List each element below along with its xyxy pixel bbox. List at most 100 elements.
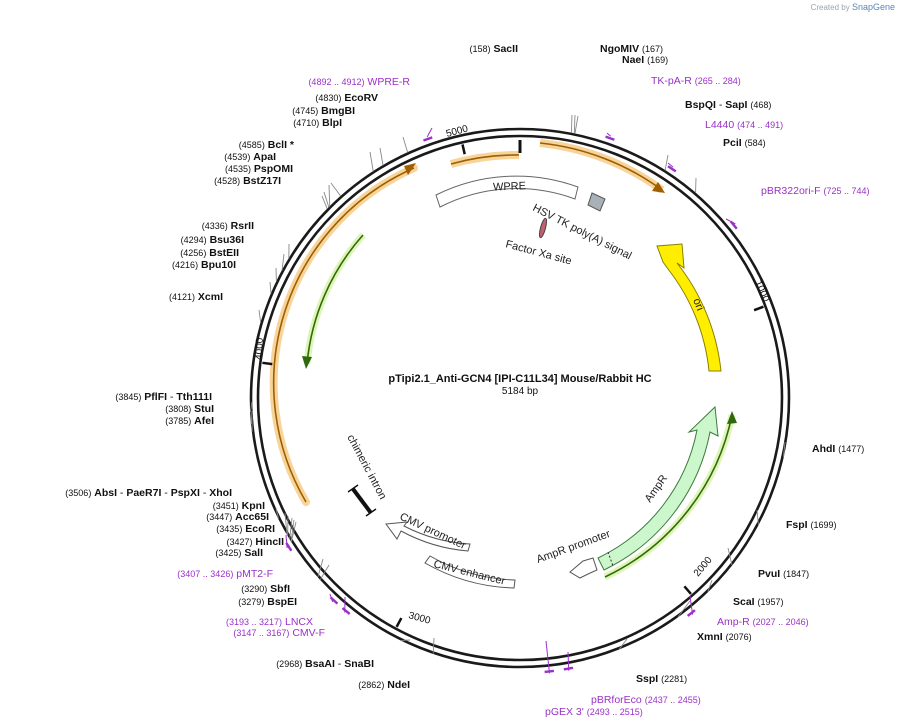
enzyme-leader-line <box>323 191 330 208</box>
enzyme-leader-line <box>756 509 759 525</box>
enzyme-position: (3279) <box>238 597 264 607</box>
plasmid-title: pTipi2.1_Anti-GCN4 [IPI-C11L34] Mouse/Ra… <box>388 373 651 385</box>
tick-mark-4000 <box>262 361 273 366</box>
primer-label: (3147 .. 3167) CMV-F <box>233 627 325 639</box>
enzyme-label: SspI (2281) <box>636 673 687 685</box>
enzyme-name: SacII <box>493 43 518 55</box>
enzyme-leader-line <box>290 521 297 542</box>
enzyme-position: (4585) <box>239 140 265 150</box>
enzyme-name: SbfI <box>270 583 290 595</box>
ori-arrow <box>656 243 722 372</box>
enzyme-leader-line <box>269 281 272 294</box>
enzyme-position: (4216) <box>172 260 198 270</box>
enzyme-label: (3785) AfeI <box>165 415 214 427</box>
enzyme-name: PspOMI <box>254 163 293 175</box>
feature-label-wpre: WPRE <box>493 180 526 193</box>
enzyme-position: (1847) <box>783 569 809 579</box>
enzyme-position: (4294) <box>181 235 207 245</box>
enzyme-position: (167) <box>642 44 663 54</box>
enzyme-leader-line <box>664 154 669 171</box>
tick-label-4000: 4000 <box>254 337 266 360</box>
enzyme-label: (3506) AbsI - PaeR7I - PspXI - XhoI <box>65 487 232 499</box>
enzyme-label: (4256) BstEII <box>180 247 239 259</box>
enzyme-name: NdeI <box>387 679 410 691</box>
primer-name: TK-pA-R <box>651 75 692 87</box>
enzyme-name: StuI <box>194 403 214 415</box>
enzyme-label: PvuI (1847) <box>758 568 809 580</box>
enzyme-label: (3845) PflFI - Tth111I <box>115 391 212 403</box>
enzyme-name: BlpI <box>322 117 342 129</box>
enzyme-leader-line <box>574 115 579 134</box>
primer-range: (725 .. 744) <box>823 186 869 196</box>
enzyme-position: (3447) <box>206 512 232 522</box>
primer-label: pBRforEco (2437 .. 2455) <box>591 694 701 706</box>
feature-label-cmv-enhancer: CMV enhancer <box>432 558 506 587</box>
enzyme-position: (2862) <box>358 680 384 690</box>
enzyme-leader-line <box>319 564 330 580</box>
enzyme-position: (3845) <box>115 392 141 402</box>
feature-label-ampr: AmpR <box>643 473 670 505</box>
enzyme-label: (4294) Bsu36I <box>181 234 244 246</box>
tick-mark-5000 <box>461 144 466 155</box>
enzyme-leader-line <box>707 579 713 593</box>
primer-leader-line <box>426 127 433 138</box>
enzyme-label: (2968) BsaAI - SnaBI <box>276 658 374 670</box>
enzyme-name: BsaAI <box>305 658 335 670</box>
enzyme-position: (4539) <box>224 152 250 162</box>
enzyme-name: NgoMIV <box>600 43 639 55</box>
enzyme-name: PciI <box>723 137 742 149</box>
chimeric-intron-bar <box>347 484 377 517</box>
enzyme-label: (3808) StuI <box>165 403 214 415</box>
enzyme-label: NgoMIV (167) <box>600 43 663 55</box>
enzyme-name: AbsI <box>94 487 117 499</box>
enzyme-label: XmnI (2076) <box>697 631 752 643</box>
primer-label: TK-pA-R (265 .. 284) <box>651 75 741 87</box>
wpre-box <box>435 175 579 208</box>
enzyme-leader-line <box>402 136 409 153</box>
enzyme-name-alt: SnaBI <box>344 658 374 670</box>
enzyme-name: Acc65I <box>235 511 269 523</box>
enzyme-label: (4585) BclI * <box>239 139 295 151</box>
primer-leader-line <box>725 218 736 225</box>
primer-range: (474 .. 491) <box>737 120 783 130</box>
primer-range: (4892 .. 4912) <box>308 77 364 87</box>
primer-leader-line <box>689 595 694 615</box>
enzyme-name: EcoRI <box>245 523 275 535</box>
primer-range: (2493 .. 2515) <box>587 707 643 717</box>
primer-leader-line <box>667 162 674 168</box>
enzyme-label: (3451) KpnI <box>213 500 265 512</box>
primer-label: Amp-R (2027 .. 2046) <box>717 616 809 628</box>
enzyme-label: (3290) SbfI <box>241 583 290 595</box>
primer-leader-line <box>285 534 288 549</box>
primer-mark <box>729 220 738 230</box>
enzyme-leader-line <box>727 547 733 566</box>
enzyme-name: AfeI <box>194 415 214 427</box>
enzyme-position: (4528) <box>214 176 240 186</box>
enzyme-label: ScaI (1957) <box>733 596 784 608</box>
tick-mark-3000 <box>395 617 403 628</box>
primer-mark <box>605 135 615 141</box>
enzyme-leader-line <box>275 507 279 519</box>
enzyme-leader-line <box>328 184 331 207</box>
primer-name: pMT2-F <box>236 568 273 580</box>
enzyme-line-layer <box>249 114 786 654</box>
primer-range: (2027 .. 2046) <box>753 617 809 627</box>
primer-leader-line <box>545 640 550 674</box>
enzyme-label: (4535) PspOMI <box>225 163 293 175</box>
enzyme-name: BclI * <box>268 139 295 151</box>
enzyme-label: (4528) BstZ17I <box>214 175 281 187</box>
enzyme-name: BstZ17I <box>243 175 281 187</box>
enzyme-label: (4216) Bpu10I <box>172 259 236 271</box>
enzyme-leader-line <box>249 401 253 413</box>
cmv-promoter-arrow <box>385 521 471 552</box>
enzyme-label: (4336) RsrII <box>202 220 254 232</box>
primer-label: L4440 (474 .. 491) <box>705 119 783 131</box>
enzyme-name: Bsu36I <box>210 234 245 246</box>
primer-name: pGEX 3' <box>545 706 584 718</box>
primer-name: LNCX <box>285 616 313 628</box>
enzyme-position: (4256) <box>180 248 206 258</box>
enzyme-name: BmgBI <box>321 105 355 117</box>
primer-label: (3407 .. 3426) pMT2-F <box>177 568 273 580</box>
